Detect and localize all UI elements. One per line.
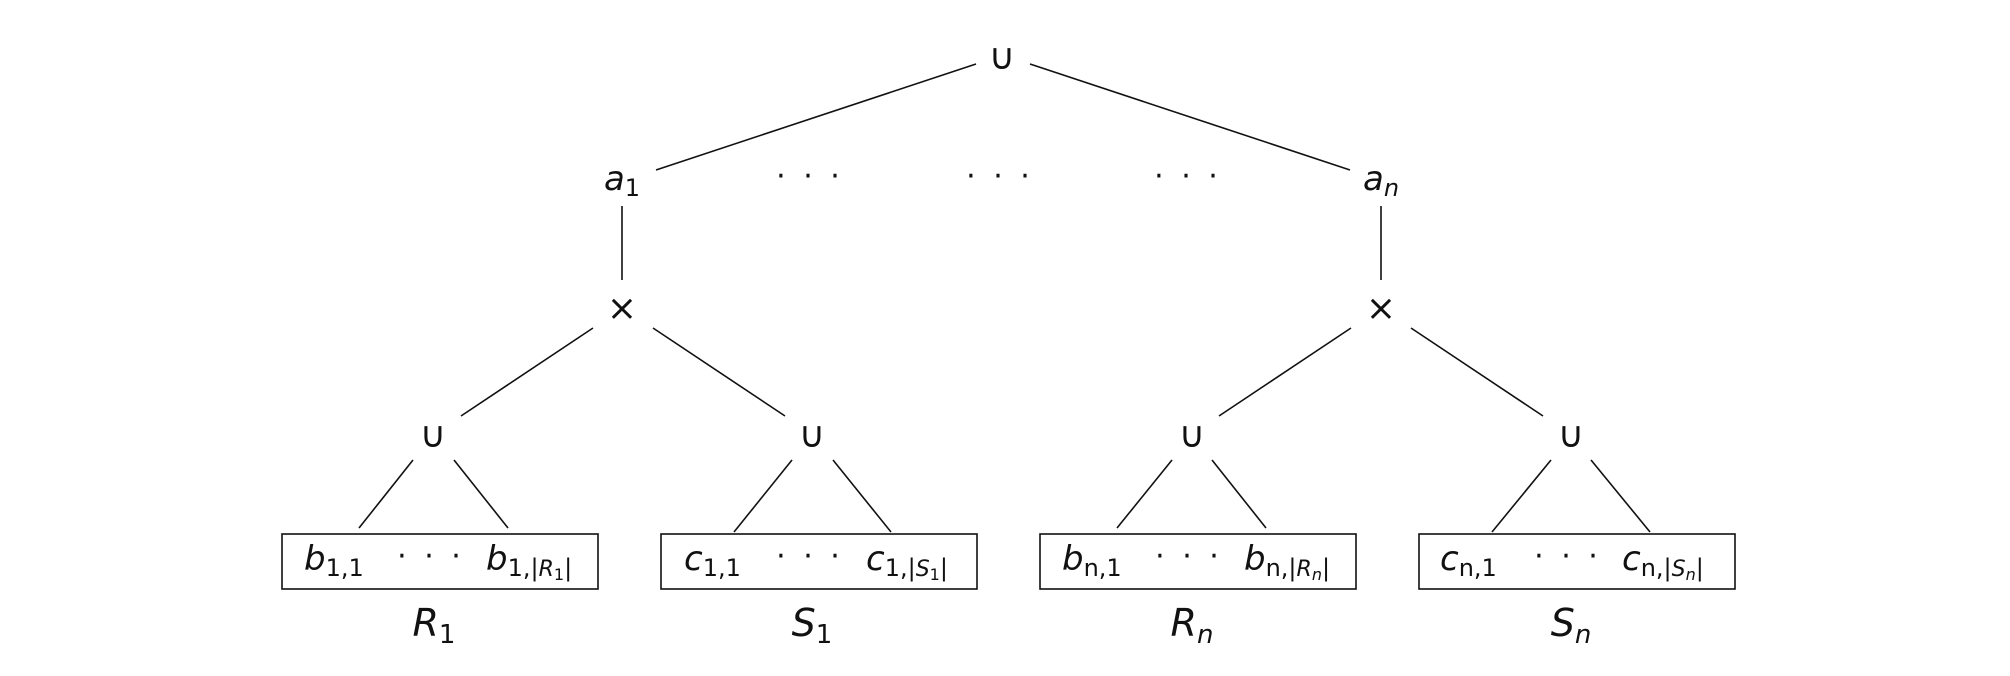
edge-union-sn-c-first: [1491, 459, 1552, 533]
leaf-box-r1: [281, 533, 599, 590]
edge-productn-union-rn: [1218, 327, 1352, 417]
edge-union-rn-b-last: [1211, 459, 1267, 529]
ellipsis-1: · · ·: [776, 159, 844, 194]
edge-union-s1-c-last: [832, 459, 892, 533]
leaf-rn-dots: · · ·: [1155, 539, 1223, 574]
edge-root-an: [1029, 63, 1351, 171]
leaf-sn-first: cn,1: [1440, 539, 1497, 582]
union-symbol-sn: ∪: [1558, 415, 1584, 456]
edge-union-s1-c-first: [733, 459, 793, 533]
leaf-s1-last: c1,|S1|: [866, 539, 948, 584]
ellipsis-2: · · ·: [966, 159, 1034, 194]
leaf-sn-last: cn,|Sn|: [1622, 539, 1704, 584]
leaf-s1-first: c1,1: [684, 539, 741, 582]
leaf-rn-first: bn,1: [1062, 539, 1122, 582]
edge-union-sn-c-last: [1590, 459, 1651, 533]
set-label-rn: Rn: [1171, 601, 1214, 650]
edge-union-r1-b-last: [453, 459, 509, 529]
leaf-rn-last: bn,|Rn|: [1244, 539, 1330, 584]
leaf-box-rn: [1039, 533, 1357, 590]
product-symbol-right: ×: [1366, 288, 1396, 329]
union-symbol-rn: ∪: [1179, 415, 1205, 456]
ellipsis-3: · · ·: [1154, 159, 1222, 194]
leaf-box-s1: [660, 533, 978, 590]
node-an: an: [1363, 159, 1399, 202]
set-label-sn: Sn: [1551, 601, 1592, 650]
tree-edges: [358, 63, 1651, 533]
edge-product1-union-s1: [652, 327, 786, 417]
root-union-symbol: ∪: [989, 37, 1015, 78]
leaf-sn-dots: · · ·: [1534, 539, 1602, 574]
leaf-s1-dots: · · ·: [776, 539, 844, 574]
leaf-r1-first: b1,1: [304, 539, 364, 582]
leaf-box-sn: [1418, 533, 1736, 590]
edge-union-r1-b-first: [358, 459, 414, 529]
edge-product1-union-r1: [460, 327, 594, 417]
union-symbol-s1: ∪: [799, 415, 825, 456]
union-symbol-r1: ∪: [420, 415, 446, 456]
edge-union-rn-b-first: [1116, 459, 1173, 529]
leaf-r1-last: b1,|R1|: [486, 539, 572, 584]
node-a1: a1: [604, 159, 640, 202]
product-symbol-left: ×: [607, 288, 637, 329]
edge-root-a1: [655, 63, 977, 171]
leaf-r1-dots: · · ·: [397, 539, 465, 574]
edge-productn-union-sn: [1410, 327, 1544, 417]
set-label-r1: R1: [413, 601, 456, 650]
set-label-s1: S1: [792, 601, 833, 650]
